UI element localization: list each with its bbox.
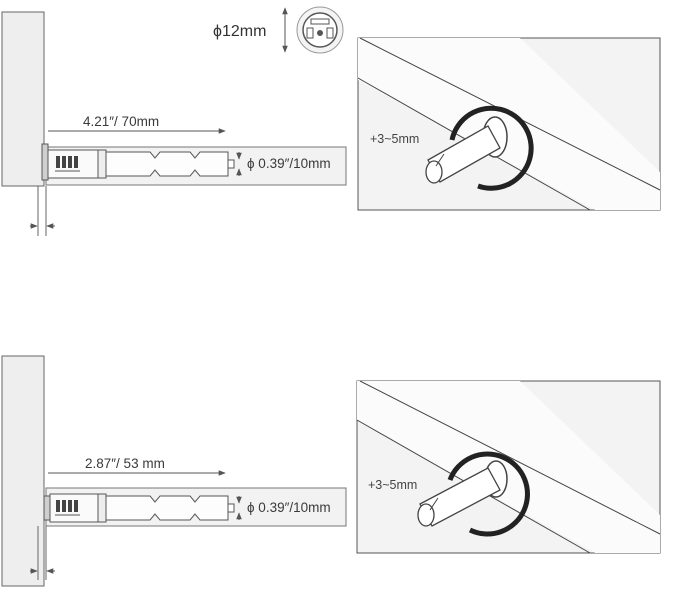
latch-perspective-top	[425, 105, 534, 191]
adjust-label: +3~5mm	[370, 132, 419, 146]
install-detail-top: +3~5mm	[357, 37, 661, 211]
body-diameter-dimension-bottom: ϕ 0.39″/10mm	[236, 496, 331, 520]
body-diameter-label: ϕ 0.39″/10mm	[247, 156, 331, 171]
bottom-diagram: 2.87″/ 53 mm ϕ 0.39″/10mm +3~5mm	[1, 355, 661, 587]
push-latch-bottom	[43, 493, 235, 523]
body-diameter-label: ϕ 0.39″/10mm	[247, 500, 331, 515]
latch-perspective-bottom	[417, 451, 530, 537]
length-dimension-top: 4.21″/ 70mm	[48, 114, 226, 134]
install-detail-bottom: +3~5mm	[356, 380, 661, 554]
diameter-label: ϕ12mm	[213, 23, 266, 40]
cabinet-wall-top	[1, 11, 45, 187]
length-dimension-bottom: 2.87″/ 53 mm	[48, 456, 226, 476]
push-latch-top	[41, 143, 235, 181]
latch-end-view-icon	[296, 6, 344, 54]
length-label: 4.21″/ 70mm	[83, 114, 159, 129]
top-diagram: 4.21″/ 70mm ϕ 0.39″/10mm ϕ12mm	[1, 6, 661, 236]
length-label: 2.87″/ 53 mm	[85, 456, 165, 471]
cabinet-wall-bottom	[1, 355, 45, 587]
adjust-label: +3~5mm	[368, 478, 417, 492]
body-diameter-dimension-top: ϕ 0.39″/10mm	[236, 152, 331, 176]
